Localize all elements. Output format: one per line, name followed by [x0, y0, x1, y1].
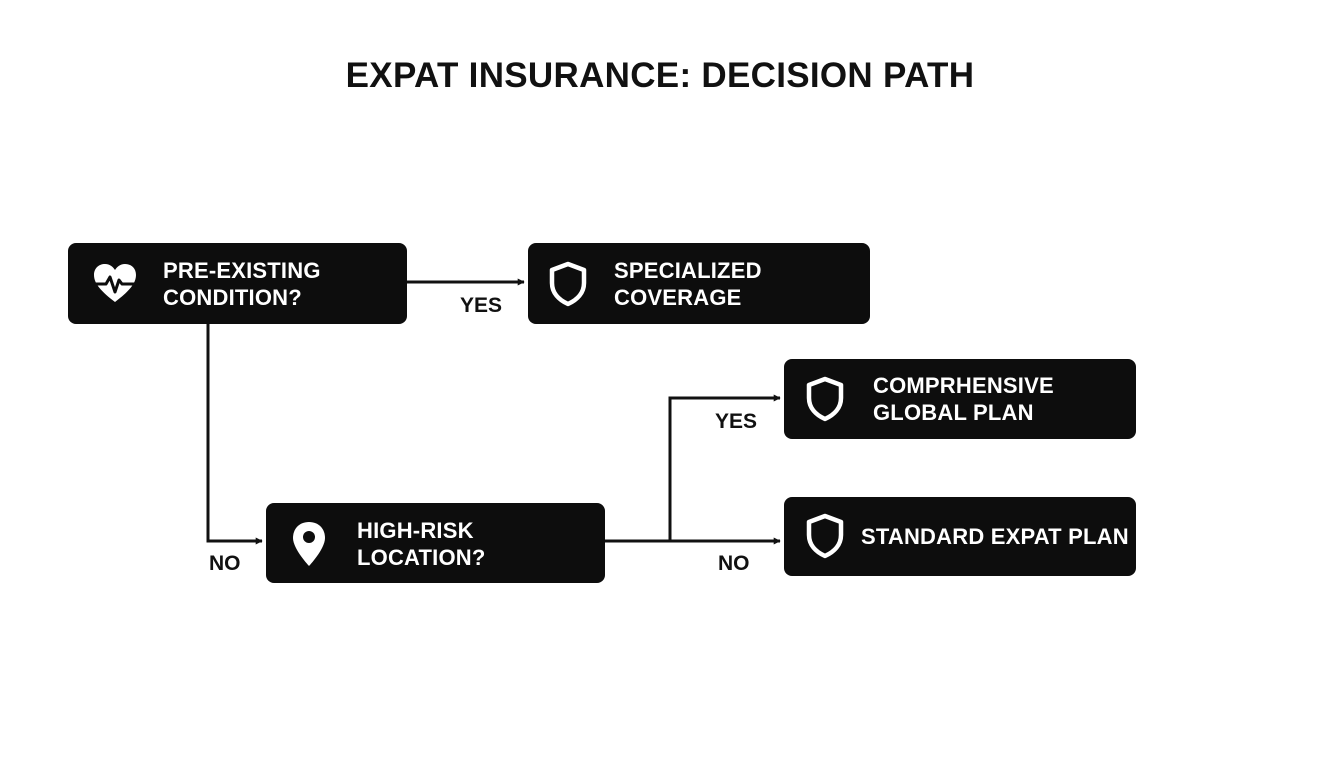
- node-specialized-coverage: SPECIALIZED COVERAGE: [528, 243, 870, 324]
- edge-label-no-standard: NO: [718, 552, 750, 575]
- heart-pulse-icon: [92, 262, 138, 306]
- node-label: COMPRHENSIVE GLOBAL PLAN: [873, 373, 1054, 425]
- shield-icon: [805, 376, 845, 422]
- node-label: STANDARD EXPAT PLAN: [861, 524, 1129, 549]
- node-comprehensive-global-plan: COMPRHENSIVE GLOBAL PLAN: [784, 359, 1136, 439]
- edge-label-yes-specialized: YES: [460, 294, 503, 317]
- edge-yes-highrisk-to-comprehensive: [668, 394, 781, 541]
- node-label: HIGH-RISK LOCATION?: [357, 518, 486, 570]
- node-label: PRE-EXISTING CONDITION?: [163, 258, 321, 310]
- location-pin-icon: [290, 520, 328, 568]
- node-label: SPECIALIZED COVERAGE: [614, 258, 762, 310]
- node-high-risk-location: HIGH-RISK LOCATION?: [266, 503, 605, 583]
- diagram-title: EXPAT INSURANCE: DECISION PATH: [345, 56, 975, 95]
- edge-no-pre-to-highrisk: [206, 323, 263, 545]
- edge-label-yes-comprehensive: YES: [715, 410, 758, 433]
- shield-icon: [805, 513, 845, 559]
- shield-icon: [548, 261, 588, 307]
- node-pre-existing-condition: PRE-EXISTING CONDITION?: [68, 243, 407, 324]
- edge-label-no-highrisk: NO: [209, 552, 241, 575]
- node-standard-expat-plan: STANDARD EXPAT PLAN: [784, 497, 1136, 576]
